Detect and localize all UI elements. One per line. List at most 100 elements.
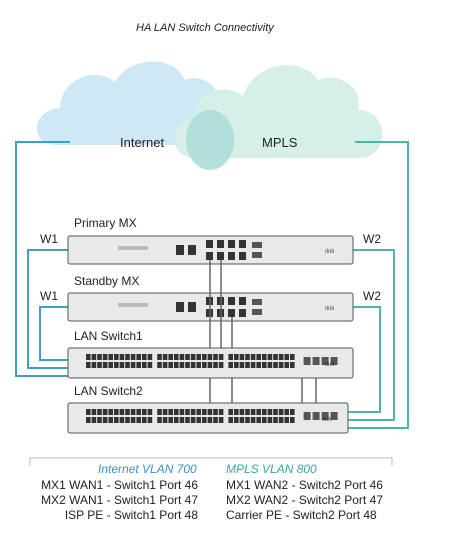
ethernet-port-icon	[250, 417, 256, 423]
ethernet-port-icon	[174, 417, 179, 423]
switch2-ports	[86, 409, 338, 423]
carrier-pe-link	[345, 141, 409, 429]
cisco-logo-icon: ılıılı	[325, 249, 335, 255]
ethernet-port-icon	[168, 362, 173, 368]
ethernet-port-icon	[102, 417, 108, 423]
mpls-vlan-title: MPLS VLAN 800	[226, 462, 317, 476]
ethernet-port-icon	[207, 409, 213, 415]
ethernet-port-icon	[278, 354, 284, 360]
ethernet-port-icon	[196, 417, 201, 423]
ethernet-port-icon	[267, 417, 273, 423]
ethernet-port-icon	[250, 362, 256, 368]
ethernet-port-icon	[278, 409, 284, 415]
ethernet-port-icon	[142, 417, 147, 423]
ethernet-port-icon	[179, 354, 185, 360]
ethernet-port-icon	[245, 417, 250, 423]
mpls-vlan-row: MX2 WAN2 - Switch2 Port 47	[226, 493, 383, 507]
ethernet-port-icon	[114, 354, 119, 360]
ethernet-port-icon	[250, 409, 256, 415]
ethernet-port-icon	[202, 417, 207, 423]
ethernet-port-icon	[290, 354, 295, 360]
ethernet-port-icon	[185, 409, 190, 415]
ethernet-port-icon	[157, 409, 162, 415]
legend-bracket	[29, 457, 393, 466]
sfp-port-icon	[321, 412, 329, 420]
ethernet-port-icon	[256, 354, 261, 360]
ethernet-port-icon	[147, 409, 153, 415]
ethernet-port-icon	[86, 409, 91, 415]
ethernet-port-icon	[262, 354, 267, 360]
ethernet-port-icon	[130, 354, 136, 360]
switch1-ports	[86, 354, 338, 368]
ethernet-port-icon	[157, 417, 162, 423]
ethernet-port-icon	[147, 362, 153, 368]
ethernet-port-icon	[256, 362, 261, 368]
ethernet-port-icon	[245, 354, 250, 360]
ethernet-port-icon	[234, 409, 239, 415]
cisco-logo-icon: ılıılı	[325, 362, 335, 368]
ethernet-port-icon	[142, 354, 147, 360]
ethernet-port-icon	[102, 362, 108, 368]
ethernet-port-icon	[97, 362, 102, 368]
ethernet-port-icon	[213, 417, 218, 423]
ethernet-port-icon	[228, 362, 233, 368]
ethernet-port-icon	[157, 354, 162, 360]
internet-cloud-label: Internet	[120, 135, 165, 150]
ethernet-port-icon	[108, 409, 113, 415]
ethernet-port-icon	[239, 354, 245, 360]
sfp-port-icon	[312, 357, 320, 365]
ethernet-port-icon	[174, 409, 179, 415]
ethernet-port-icon	[102, 409, 108, 415]
ethernet-port-icon	[190, 417, 196, 423]
ethernet-port-icon	[196, 362, 201, 368]
mpls-vlan-row: MX1 WAN2 - Switch2 Port 46	[226, 478, 383, 492]
ethernet-port-icon	[136, 417, 141, 423]
ethernet-port-icon	[284, 354, 289, 360]
ethernet-port-icon	[273, 354, 278, 360]
ethernet-port-icon	[176, 245, 184, 255]
ethernet-port-icon	[290, 362, 295, 368]
ethernet-port-icon	[174, 362, 179, 368]
ethernet-port-icon	[86, 417, 91, 423]
ethernet-port-icon	[234, 417, 239, 423]
ethernet-port-icon	[119, 417, 125, 423]
ethernet-port-icon	[162, 417, 168, 423]
internet-vlan-row: ISP PE - Switch1 Port 48	[64, 508, 198, 522]
ethernet-port-icon	[147, 354, 153, 360]
ethernet-port-icon	[136, 354, 141, 360]
internet-vlan-row: MX2 WAN1 - Switch1 Port 47	[41, 493, 198, 507]
ethernet-port-icon	[218, 362, 224, 368]
lan-switch1-device: ılıılı	[67, 347, 354, 379]
ethernet-port-icon	[262, 417, 267, 423]
sfp-port-icon	[330, 357, 338, 365]
ethernet-port-icon	[108, 354, 113, 360]
ethernet-port-icon	[119, 409, 125, 415]
ethernet-port-icon	[142, 409, 147, 415]
ethernet-port-icon	[136, 362, 141, 368]
ethernet-port-icon	[202, 362, 207, 368]
ethernet-port-icon	[239, 409, 245, 415]
ethernet-port-icon	[256, 417, 261, 423]
sfp-port-icon	[252, 299, 262, 305]
ethernet-port-icon	[234, 362, 239, 368]
primary-wan1-link	[27, 249, 70, 369]
ethernet-port-icon	[228, 354, 233, 360]
ethernet-port-icon	[190, 354, 196, 360]
standby-wan1-link	[39, 306, 70, 361]
primary-wan2-link	[345, 249, 395, 421]
ethernet-port-icon	[273, 417, 278, 423]
ethernet-port-icon	[162, 354, 168, 360]
ethernet-port-icon	[250, 354, 256, 360]
ethernet-port-icon	[290, 409, 295, 415]
sfp-port-icon	[321, 357, 329, 365]
ethernet-port-icon	[190, 409, 196, 415]
ethernet-port-icon	[185, 362, 190, 368]
sfp-port-icon	[330, 412, 338, 420]
internet-vlan-row: MX1 WAN1 - Switch1 Port 46	[41, 478, 198, 492]
ethernet-port-icon	[86, 362, 91, 368]
ethernet-port-icon	[185, 417, 190, 423]
ethernet-port-icon	[213, 409, 218, 415]
ethernet-port-icon	[284, 417, 289, 423]
ethernet-port-icon	[86, 354, 91, 360]
ethernet-port-icon	[202, 409, 207, 415]
